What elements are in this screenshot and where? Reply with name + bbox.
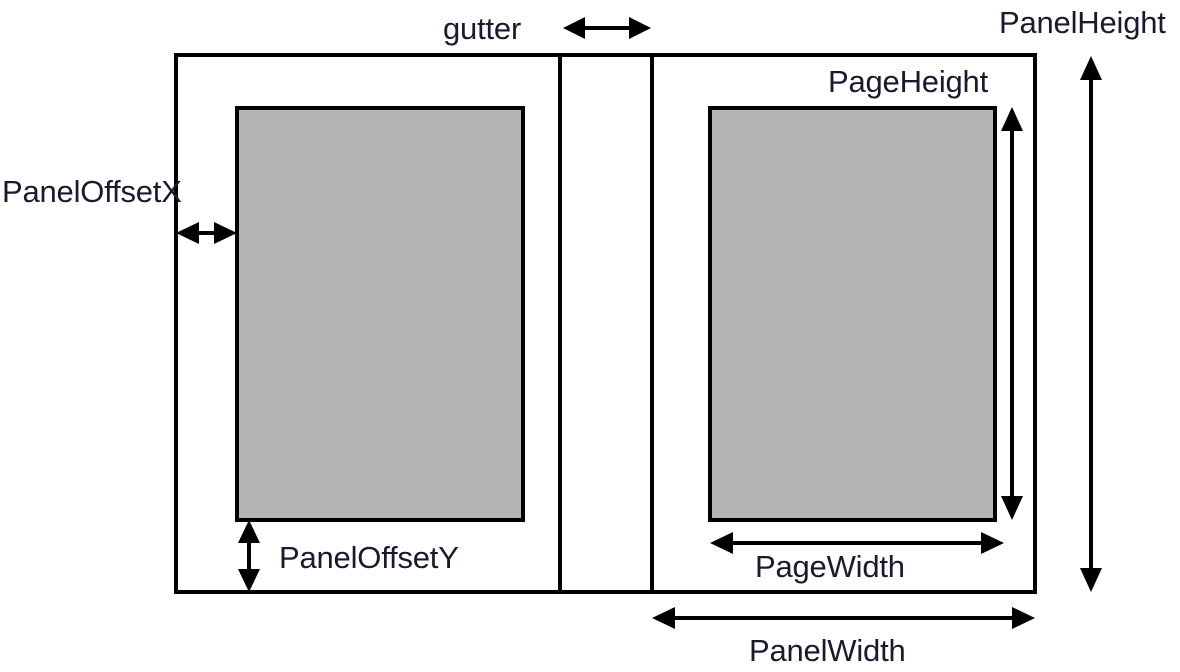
arrow-head-right <box>214 222 237 244</box>
arrow-head-left <box>176 222 199 244</box>
arrow-head-right <box>981 532 1004 554</box>
gutter-label: gutter <box>443 11 521 46</box>
panel-offset-y-label: PanelOffsetY <box>279 540 459 575</box>
arrow-head-left <box>710 532 733 554</box>
arrow-head-up <box>238 520 260 543</box>
panel-outer-rect <box>174 53 1037 594</box>
gutter-dimension-arrow <box>563 17 651 39</box>
arrow-head-right <box>1012 607 1035 629</box>
right-page-rect <box>708 106 997 522</box>
panel-offset-x-label: PanelOffsetX <box>2 174 182 209</box>
arrow-head-left <box>652 607 675 629</box>
arrow-head-up <box>1001 107 1023 131</box>
arrow-head-up <box>1080 56 1102 80</box>
panel-width-label: PanelWidth <box>749 633 906 668</box>
arrow-head-down <box>1080 568 1102 592</box>
arrow-head-down <box>238 569 260 592</box>
panel-height-dimension-arrow <box>1080 56 1102 592</box>
arrow-head-left <box>563 17 585 39</box>
page-width-dimension-arrow <box>710 532 1004 554</box>
panel-offset-x-dimension-arrow <box>176 222 237 244</box>
page-height-dimension-arrow <box>1001 107 1023 520</box>
left-page-rect <box>235 106 525 522</box>
panel-offset-y-dimension-arrow <box>238 520 260 592</box>
arrow-head-down <box>1001 496 1023 520</box>
panel-width-dimension-arrow <box>652 607 1035 629</box>
arrow-head-right <box>629 17 651 39</box>
panel-height-label: PanelHeight <box>999 5 1166 40</box>
panel-spread-outline <box>174 53 1037 594</box>
page-width-label: PageWidth <box>755 549 905 584</box>
page-height-label: PageHeight <box>828 64 989 99</box>
